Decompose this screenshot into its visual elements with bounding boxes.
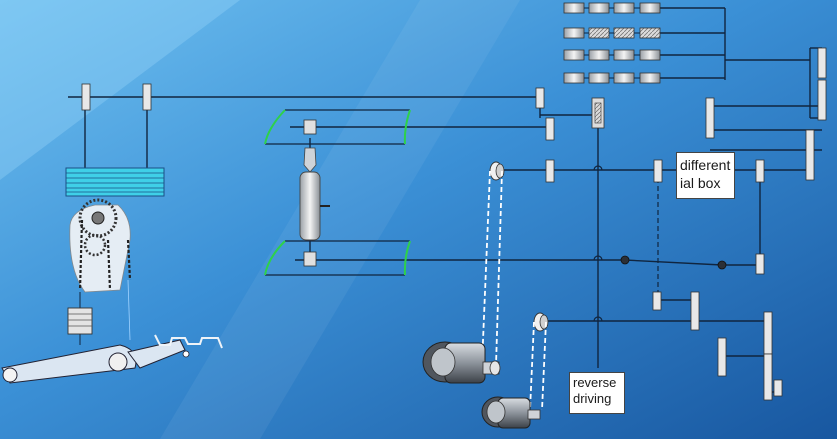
reverse-driving-label: reverse driving: [569, 372, 625, 414]
background-stripe: [160, 0, 520, 439]
motor-icon: [422, 341, 501, 384]
pedal-lever-icon: [1, 334, 223, 384]
chain-sprocket-icon: [69, 198, 132, 341]
vertical-coupling-inner: [594, 102, 602, 124]
motor-icon-small: [481, 396, 541, 429]
lower-cloth-guide: [264, 240, 411, 276]
belt-pulley-lower: [533, 312, 549, 332]
top-right-pulleys: [563, 2, 661, 84]
belt-pulley-upper: [489, 161, 505, 181]
coil-stack: [65, 167, 165, 197]
shuttle-icon: [299, 147, 330, 241]
shaft-crossovers: [593, 165, 603, 322]
differential-box-label: different ial box: [676, 152, 735, 199]
spool-icon: [67, 292, 93, 345]
upper-cloth-guide: [264, 109, 411, 145]
background-highlight: [0, 0, 240, 180]
drive-belts: [481, 170, 547, 411]
pivot-joints: [620, 255, 727, 270]
shaft-sleeves: [81, 47, 827, 401]
